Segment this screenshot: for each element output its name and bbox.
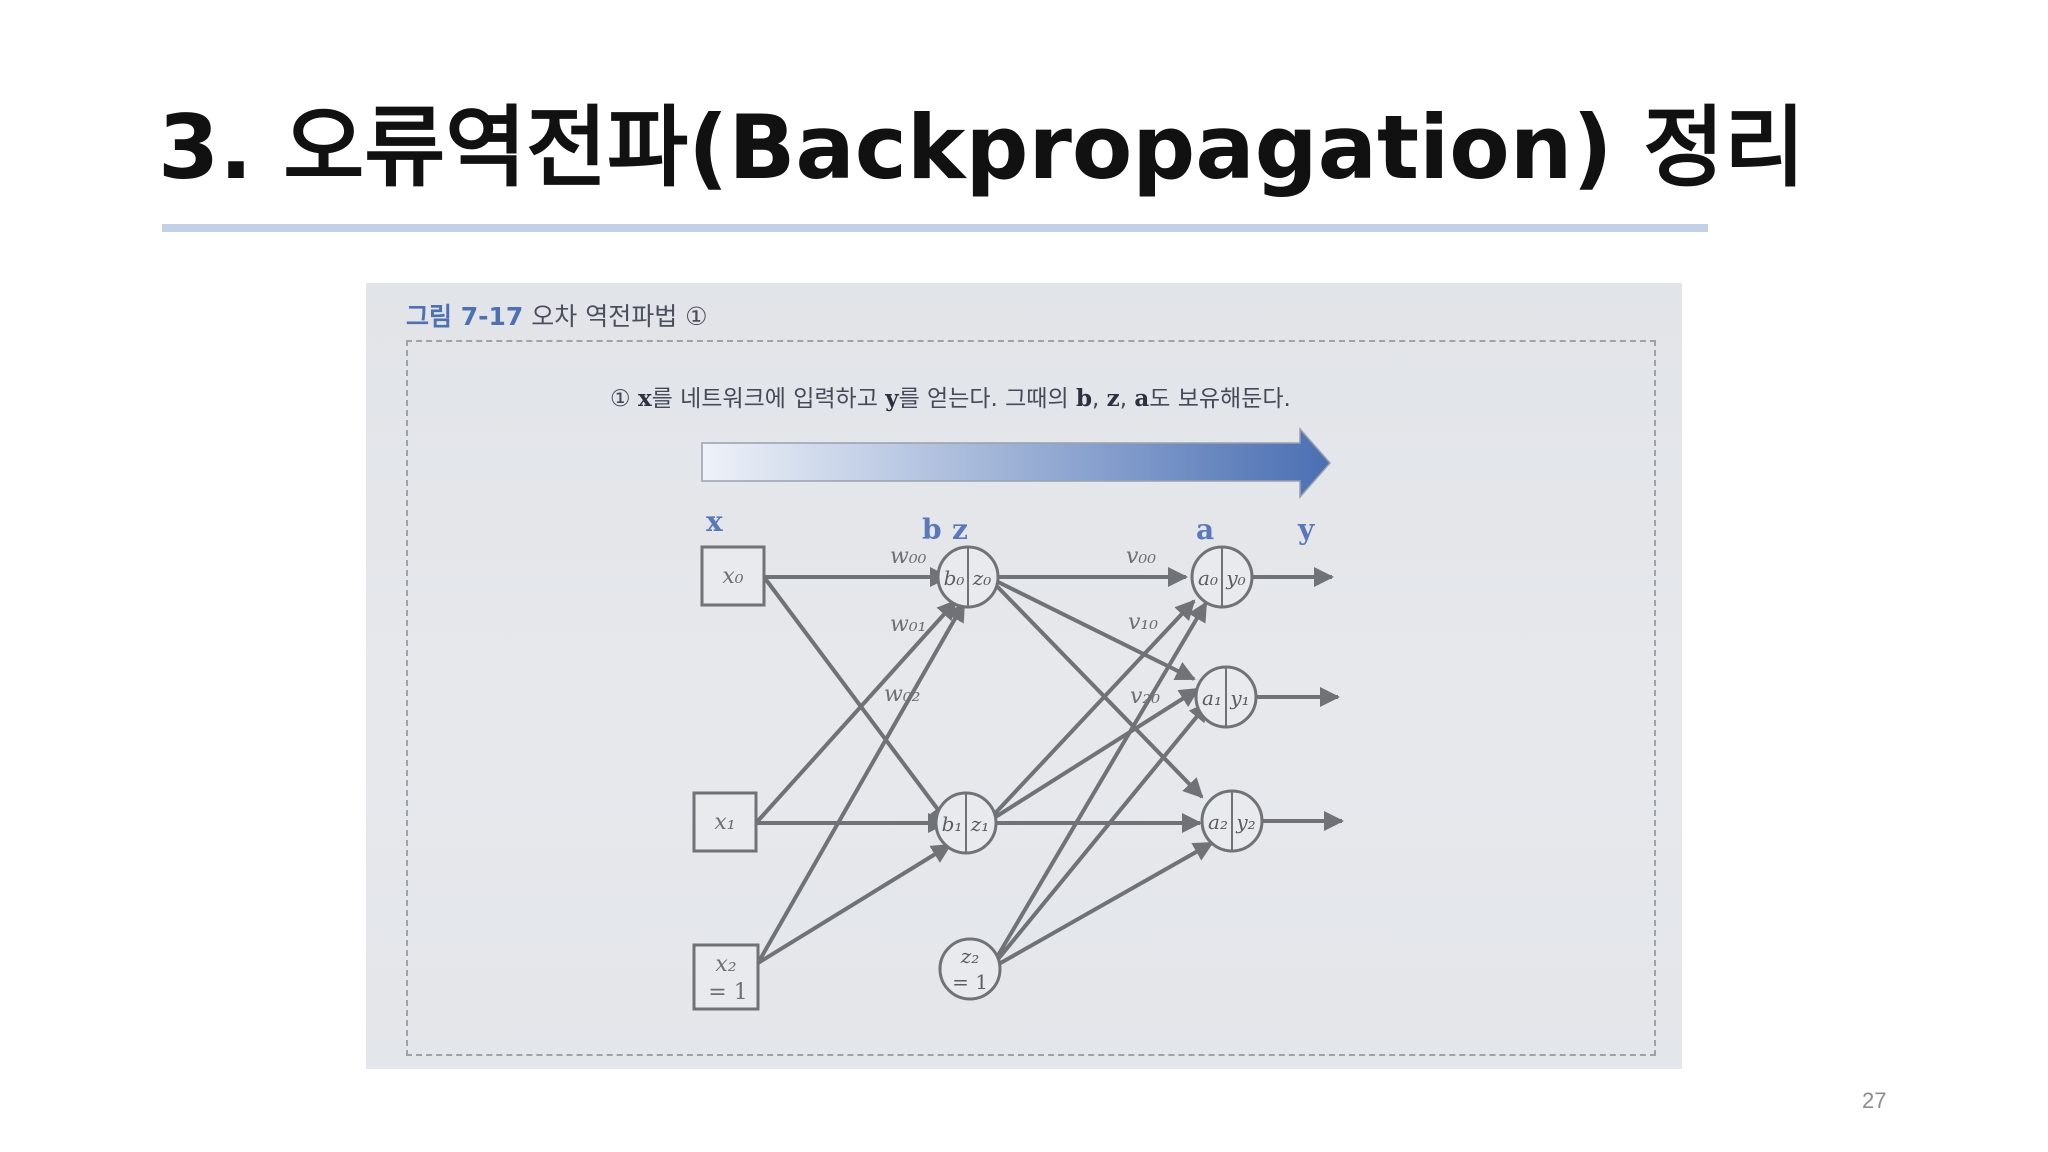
step-text-2: 를 얻는다. 그때의: [898, 386, 1069, 412]
connections-x-to-h: [754, 567, 966, 965]
figure-title: 오차 역전파법 ①: [531, 302, 708, 331]
step-description: ① x를 네트워크에 입력하고 y를 얻는다. 그때의 b, z, a도 보유해…: [610, 385, 1291, 412]
weight-v20: v₂₀: [1130, 684, 1160, 709]
hidden-node-b1: b₁: [942, 812, 963, 836]
page-number: 27: [1862, 1088, 1887, 1113]
hidden-node-z1: z₁: [970, 812, 990, 836]
title-underline: [162, 224, 1708, 232]
output-node-y2: y₂: [1235, 810, 1255, 834]
output-arrows: [1252, 567, 1344, 831]
step-z: z: [1106, 385, 1120, 412]
weight-v00: v₀₀: [1126, 544, 1156, 569]
hidden-node-z0: z₀: [972, 566, 992, 590]
step-y: y: [885, 385, 899, 412]
step-a: a: [1134, 385, 1150, 412]
figure-number: 그림 7-17: [406, 302, 524, 331]
hidden-bias-z2: z₂: [960, 944, 980, 968]
weight-v10: v₁₀: [1128, 610, 1158, 635]
output-node-y1: y₁: [1229, 686, 1249, 710]
output-node-y0: y₀: [1225, 566, 1245, 590]
connections-h-to-o: [984, 567, 1214, 971]
output-node-a0: a₀: [1198, 566, 1218, 590]
input-node-x2: x₂: [715, 952, 736, 977]
figure-frame: [406, 340, 1656, 1056]
input-node-x2-value: = 1: [708, 980, 747, 1005]
step-text-3: 도 보유해둔다.: [1149, 386, 1291, 412]
slide-title: 3. 오류역전파(Backpropagation) 정리: [158, 96, 1806, 199]
hidden-node-b0: b₀: [944, 566, 965, 590]
step-b: b: [1075, 385, 1093, 412]
hidden-bias-value: = 1: [952, 970, 988, 994]
output-node-a1: a₁: [1202, 686, 1222, 710]
weight-w01: w₀₁: [890, 612, 926, 637]
weight-w02: w₀₂: [884, 682, 920, 707]
layer-label-b: b: [922, 513, 942, 546]
weight-w00: w₀₀: [890, 544, 927, 569]
forward-pass-arrow: [701, 427, 1332, 499]
layer-label-x: x: [706, 505, 723, 538]
input-node-x1: x₁: [714, 810, 735, 835]
step-text-1: 를 네트워크에 입력하고: [651, 386, 878, 412]
step-marker: ①: [610, 386, 631, 412]
layer-label-z: z: [952, 513, 968, 546]
layer-label-y: y: [1297, 513, 1315, 546]
output-node-a2: a₂: [1208, 810, 1228, 834]
layer-label-a: a: [1196, 513, 1214, 546]
network-diagram: x b z a y: [692, 427, 1344, 1011]
input-node-x0: x₀: [722, 564, 743, 589]
step-x: x: [637, 385, 652, 412]
input-node-boxes: [692, 545, 766, 1011]
